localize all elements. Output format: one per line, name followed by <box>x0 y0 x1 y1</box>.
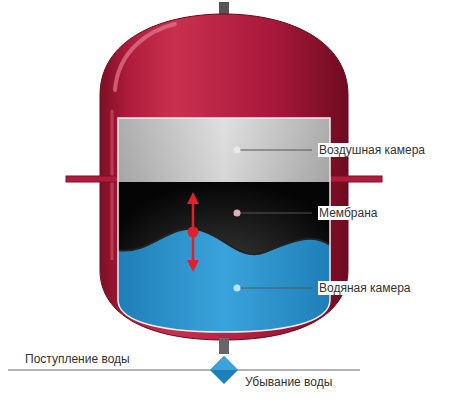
tank-highlight <box>115 24 175 90</box>
part-label: Убывание воды <box>244 375 333 389</box>
membrane-point <box>188 227 199 238</box>
tank-shell <box>100 14 348 340</box>
leader-lines <box>237 150 312 288</box>
part-label: Мембрана <box>318 206 378 220</box>
cutaway-edge <box>118 118 330 332</box>
tank-highlight <box>111 110 114 260</box>
air-chamber-shade <box>118 118 330 182</box>
membrane-space <box>118 182 330 332</box>
leader-dots <box>234 147 241 292</box>
arrow-head <box>187 192 199 204</box>
flow-diamond-top <box>210 356 238 370</box>
part-label: Воздушная камера <box>318 143 426 157</box>
part-label: Поступление воды <box>24 352 131 366</box>
arrow-head <box>187 260 199 272</box>
part-label: Водяная камера <box>318 281 412 295</box>
membrane <box>118 229 330 255</box>
flow-line <box>8 370 360 371</box>
flow-diamond <box>210 356 238 384</box>
air-chamber <box>118 118 330 182</box>
outlet-pipe <box>219 338 229 354</box>
water-chamber <box>118 229 330 332</box>
